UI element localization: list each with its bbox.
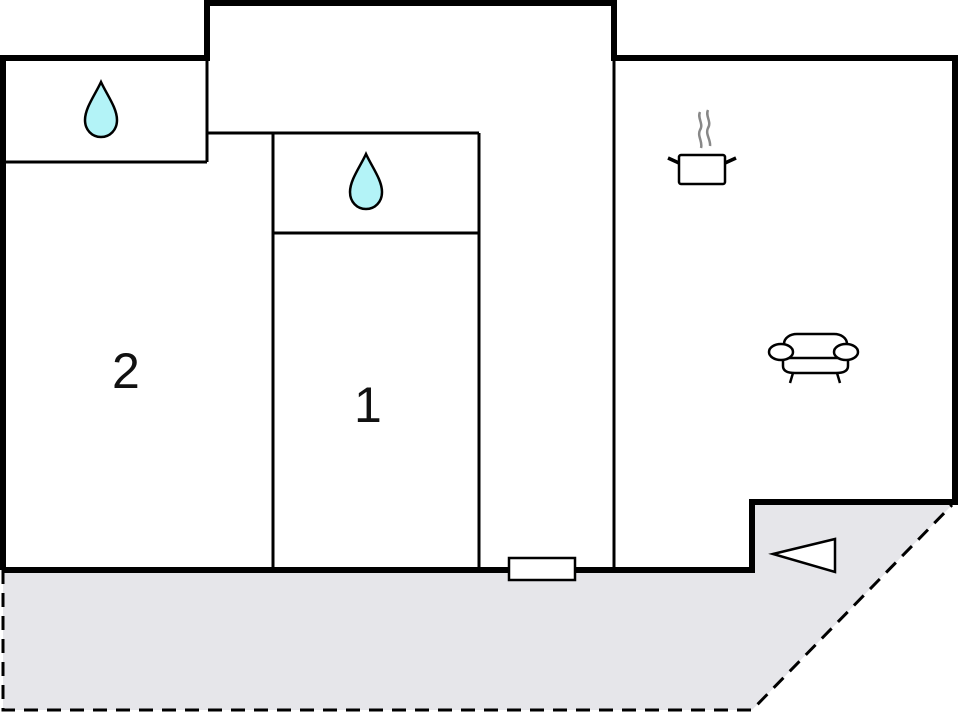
sofa-icon <box>767 332 860 384</box>
cooking-pot-icon <box>667 109 737 186</box>
exterior-wall-outline <box>0 0 958 573</box>
terrace-dashed-boundary <box>1 503 954 712</box>
steam-icon <box>705 109 712 147</box>
interior-walls <box>5 58 616 570</box>
room-label-bedroom-2: 2 <box>112 343 140 399</box>
water-drop-icon <box>348 151 384 211</box>
room-label-bedroom-1: 1 <box>354 377 382 433</box>
terrace <box>1 502 954 712</box>
terrace-fill <box>3 502 952 710</box>
water-drop-icon <box>83 79 119 139</box>
exterior-walls <box>0 0 958 573</box>
entrance-arrow-icon <box>768 537 837 574</box>
door-step-icon <box>507 556 577 582</box>
steam-icon <box>697 111 703 149</box>
